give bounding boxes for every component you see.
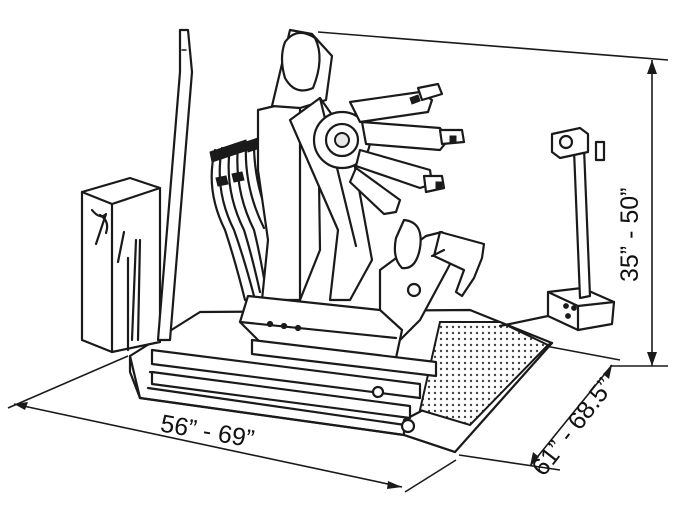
clamp-head	[312, 110, 372, 170]
clamp-jaws	[348, 82, 466, 216]
control-box	[80, 176, 162, 354]
base-cylinders	[150, 338, 438, 434]
height-dimension-line	[317, 31, 669, 367]
remote-control-pedestal	[498, 126, 616, 332]
width-dimension-line	[7, 355, 457, 493]
pry-tools	[90, 208, 142, 352]
height-label: 35” - 50”	[616, 188, 644, 282]
depth-label: 61” - 68.5”	[526, 373, 619, 481]
tread-plate	[418, 321, 550, 427]
front-lift-arm	[378, 218, 486, 342]
lever-pole	[156, 28, 194, 342]
width-label: 56” - 69”	[158, 410, 256, 454]
depth-dimension-line	[458, 344, 621, 471]
